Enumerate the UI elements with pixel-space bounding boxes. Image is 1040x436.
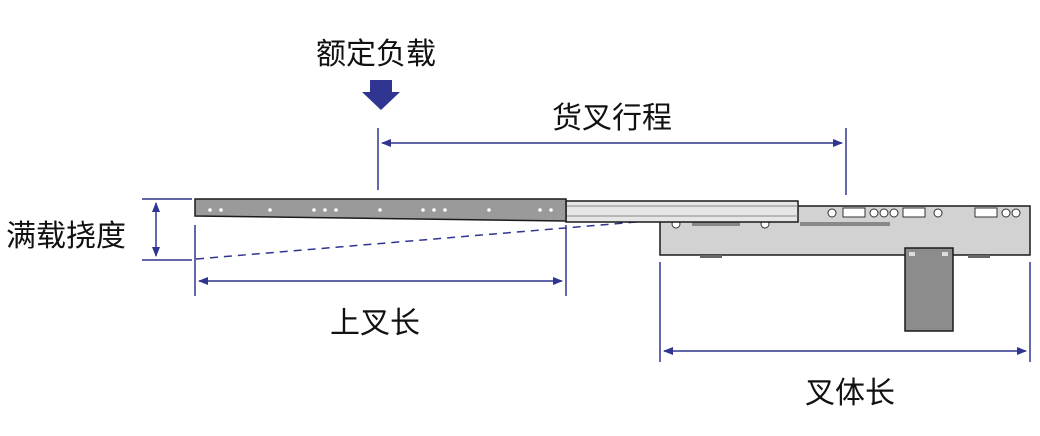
deflection-dashed-line: [195, 219, 661, 260]
deflection-dimension: [142, 198, 192, 261]
upper-fork-length-label: 上叉长: [330, 306, 420, 341]
upper-fork-dimension: [194, 225, 567, 296]
load-arrow-icon: [362, 80, 400, 110]
mounting-bracket: [904, 247, 954, 332]
upper-fork: [194, 198, 567, 222]
fork-body-length-label: 叉体长: [805, 376, 895, 411]
fork-travel-label: 货叉行程: [552, 101, 672, 136]
rated-load-label: 额定负载: [316, 37, 436, 72]
fork-body-dimension: [659, 262, 1031, 362]
fork-travel-dimension: [377, 128, 847, 195]
middle-fork: [565, 200, 799, 223]
full-load-deflection-label: 满载挠度: [6, 219, 126, 254]
